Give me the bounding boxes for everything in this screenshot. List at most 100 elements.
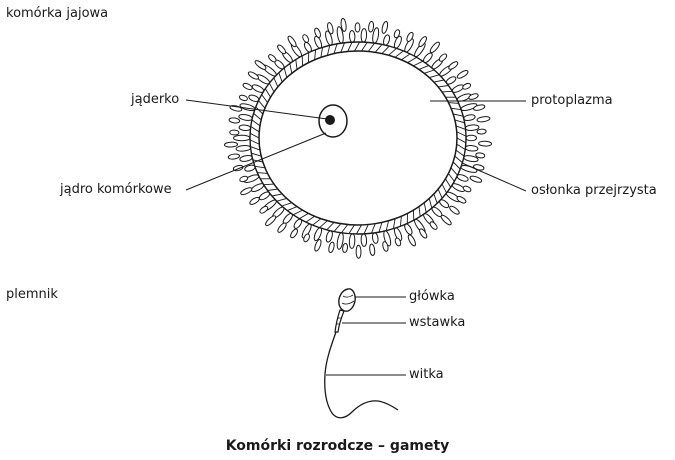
zona-hatch [278, 72, 283, 83]
corona-cell [232, 134, 251, 142]
corona-cell [247, 71, 259, 80]
zona-hatch [356, 224, 362, 235]
zona-hatch [267, 188, 278, 191]
corona-cell [465, 134, 478, 142]
zona-hatch [341, 224, 349, 234]
corona-cell [404, 38, 414, 53]
zona-hatch [423, 202, 427, 213]
corona-cell [393, 29, 401, 39]
zona-hatch [251, 119, 261, 127]
corona-cell [325, 230, 333, 243]
corona-cell [223, 141, 238, 148]
corona-cell [473, 104, 486, 111]
corona-cell [419, 228, 428, 239]
corona-cell [277, 44, 287, 55]
corona-cell [238, 124, 252, 131]
corona-cell [439, 199, 450, 209]
zona-hatch [255, 106, 264, 115]
corona-radiata-cells [223, 18, 492, 259]
corona-cell [451, 84, 465, 93]
corona-cell [393, 35, 402, 49]
zona-hatch [441, 90, 453, 93]
zona-hatch [381, 45, 390, 54]
corona-cell [239, 155, 253, 162]
sperm-head [338, 288, 356, 312]
corona-cell [301, 223, 312, 239]
zona-hatch [305, 215, 315, 223]
corona-cell [394, 237, 402, 247]
corona-cell [277, 222, 287, 233]
corona-cell [314, 239, 322, 252]
corona-cell [238, 94, 248, 102]
sperm-cell [324, 288, 399, 419]
corona-cell [360, 28, 368, 43]
zona-hatch [249, 139, 260, 145]
zona-hatch [276, 197, 287, 202]
nucleolus-leader [185, 99, 328, 120]
egg-cell [223, 18, 492, 259]
zona-hatch [299, 212, 309, 219]
nucleus-leader [185, 132, 327, 191]
corona-cell [440, 214, 452, 226]
corona-cell [462, 82, 472, 90]
corona-cell [456, 70, 469, 79]
zona-hatch [441, 183, 447, 194]
sperm-midpiece-texture [336, 317, 342, 325]
zona-hatch [399, 216, 402, 227]
corona-cell [250, 183, 265, 192]
corona-cell [287, 35, 297, 48]
zona-hatch [326, 45, 331, 56]
zona-hatch [261, 94, 268, 103]
corona-cell [449, 205, 460, 215]
corona-cell [336, 26, 344, 44]
zona-hatch [456, 137, 467, 144]
zona-hatch [433, 79, 445, 83]
corona-cell [469, 175, 483, 183]
corona-cell [456, 174, 469, 182]
zona-hatch [333, 223, 342, 232]
corona-cell [368, 21, 375, 33]
sperm-tail-label: witka [409, 367, 444, 382]
corona-cell [476, 116, 491, 123]
corona-cell [240, 187, 253, 196]
corona-cell [302, 34, 310, 43]
zona-hatch [319, 220, 328, 229]
zona-hatch [250, 146, 261, 151]
sperm-head-texture [341, 294, 355, 305]
corona-cell [354, 22, 361, 33]
corona-cell [313, 227, 323, 242]
zona-hatch [347, 41, 353, 52]
zona-hatch [269, 82, 275, 93]
zona-hatch [392, 218, 396, 229]
zona-hatch [273, 77, 279, 88]
corona-cell [336, 232, 344, 250]
corona-cell [478, 140, 492, 147]
nucleolus-label: jąderko [131, 92, 180, 107]
corona-cell [327, 22, 334, 35]
corona-cell [429, 221, 438, 230]
zona-hatch [455, 125, 466, 130]
zona-hatch [264, 88, 271, 98]
zona-hatch [254, 165, 266, 169]
corona-cell [314, 35, 323, 49]
corona-cell [406, 31, 414, 42]
corona-cell [476, 128, 487, 135]
zona-hatch [437, 188, 443, 199]
corona-cell [429, 41, 440, 54]
corona-cell [381, 21, 389, 34]
corona-cell [259, 205, 269, 214]
zona-hatch [367, 42, 375, 52]
zona-hatch [401, 53, 411, 61]
corona-cell [382, 241, 389, 252]
corona-cell [464, 145, 479, 152]
corona-cell [340, 18, 347, 32]
protoplasm-label: protoplazma [531, 93, 613, 108]
corona-cell [438, 53, 448, 62]
corona-cell [383, 230, 392, 247]
corona-cell [238, 114, 253, 121]
corona-cell [282, 213, 293, 225]
corona-cell [463, 155, 479, 163]
corona-cell [229, 129, 240, 136]
zona-hatch [407, 57, 417, 64]
